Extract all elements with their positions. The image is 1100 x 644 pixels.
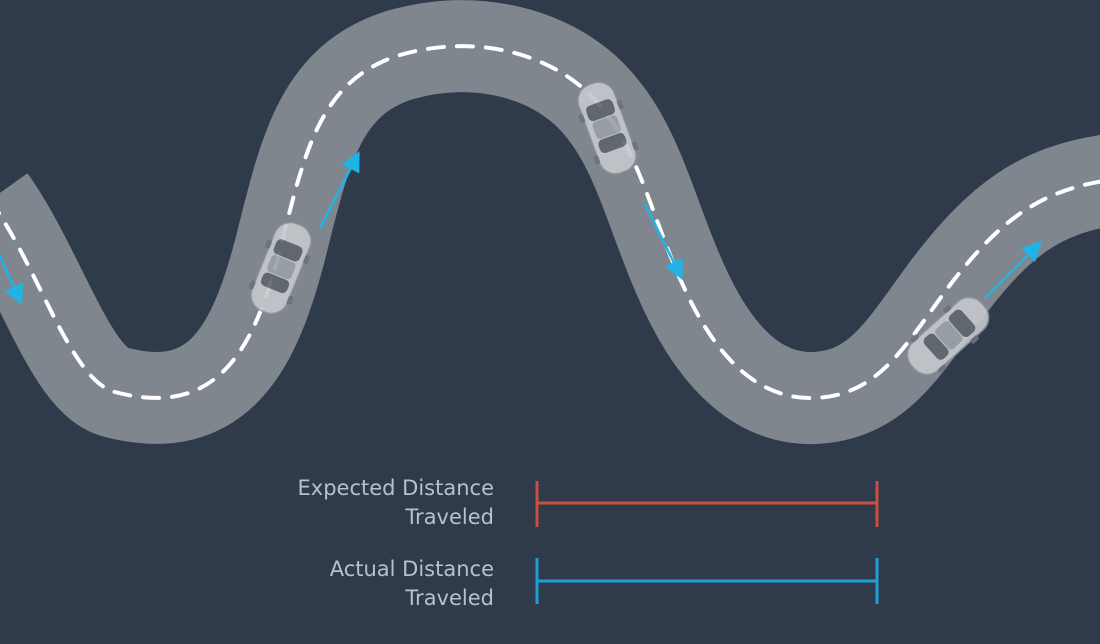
velocity-arrow-icon: [643, 203, 683, 280]
actual-distance-label: Actual Distance Traveled: [234, 555, 494, 613]
expected-distance-bar: [535, 481, 879, 527]
lane-marking: [0, 44, 1100, 401]
expected-distance-label: Expected Distance Traveled: [234, 474, 494, 532]
velocity-arrow-icon: [318, 151, 360, 229]
expected-distance-label-line2: Traveled: [405, 505, 494, 529]
actual-distance-bar: [535, 558, 879, 604]
velocity-arrow-icon: [984, 240, 1043, 299]
expected-distance-label-line1: Expected Distance: [297, 476, 494, 500]
velocity-arrow-icon: [0, 253, 24, 306]
actual-distance-label-line2: Traveled: [405, 586, 494, 610]
actual-distance-label-line1: Actual Distance: [329, 557, 494, 581]
